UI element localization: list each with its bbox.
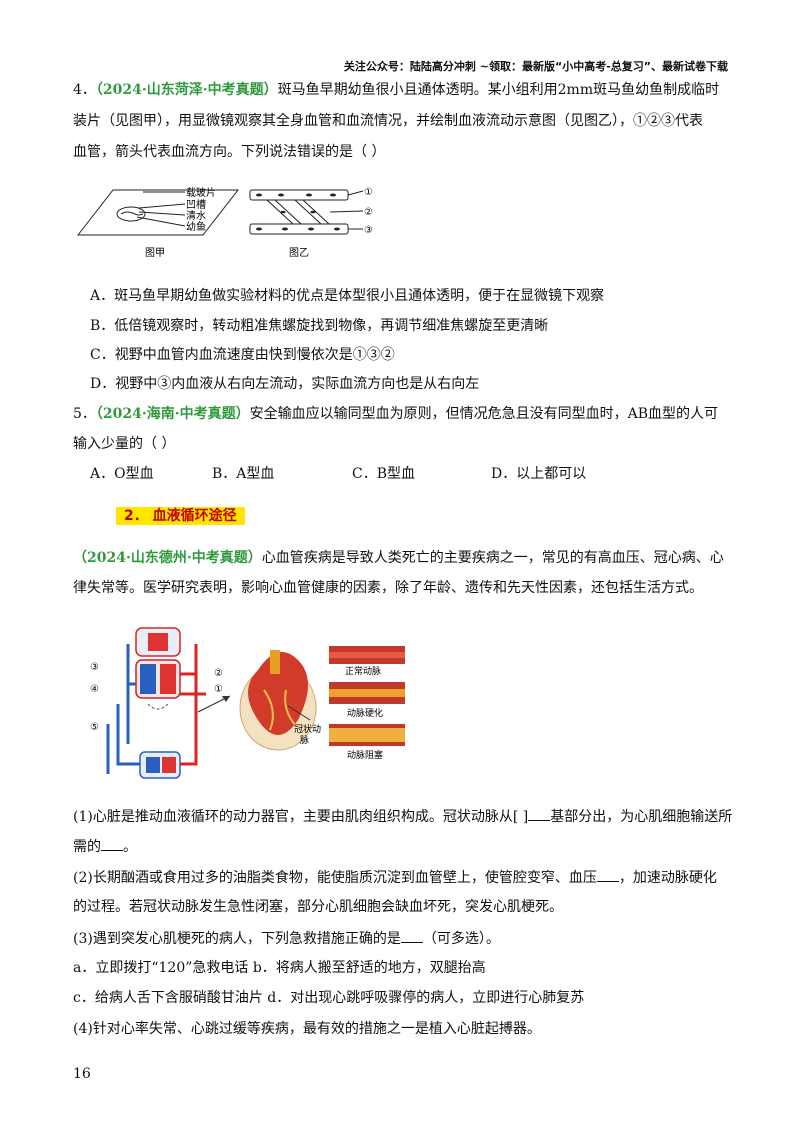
sub-question-3-options-2: c．给病人舌下含服硝酸甘油片 d．对出现心跳呼吸骤停的病人，立即进行心肺复苏 [73, 990, 585, 1006]
artery-label: 正常动脉 [345, 665, 381, 677]
option-c: C．B型血 [352, 466, 415, 482]
section-title-text: 2． 血液循环途径 [116, 507, 245, 525]
option-b: B．低倍镜观察时，转动粗准焦螺旋找到物像，再调节细准焦螺旋至更清晰 [90, 318, 549, 334]
vessel-label: ② [364, 207, 373, 218]
sub-question-2-line1: (2)长期酗酒或食用过多的油脂类食物，能使脂质沉淀到血管壁上，使管腔变窄、血压 ，… [73, 867, 717, 888]
heart-label: 脉 [300, 734, 309, 746]
artery-label: 动脉阻塞 [347, 749, 383, 761]
text: 需的 [73, 839, 101, 855]
circulation-label: ② [214, 668, 223, 679]
figure-label: 载玻片 [186, 186, 216, 199]
question-number: 5． [73, 406, 96, 422]
sub-question-2-line2: 的过程。若冠状动脉发生急性闭塞，部分心肌细胞会缺血坏死，突发心肌梗死。 [73, 899, 563, 915]
vessel-label: ① [364, 187, 373, 198]
answer-blank[interactable] [528, 806, 551, 821]
circulation-label: ⑤ [90, 722, 99, 733]
question-text: 安全输血应以输同型血为原则，但情况危急且没有同型血时，AB血型的人可 [249, 406, 719, 422]
text: 。 [123, 839, 137, 855]
question-4-line1: 4．（2024·山东菏泽·中考真题）斑马鱼早期幼鱼很小且通体透明。某小组利用2m… [73, 80, 719, 100]
circulation-label: ① [214, 684, 223, 695]
figure-arteries: 正常动脉 动脉硬化 动脉阻塞 [329, 646, 405, 761]
text: (3)遇到突发心肌梗死的病人，下列急救措施正确的是 [73, 931, 401, 947]
heart-label: 冠状动 [294, 723, 321, 735]
vessel-label: ③ [364, 225, 373, 236]
question-source: （2024·山东菏泽·中考真题） [95, 82, 278, 98]
text: 基部分出，为心肌细胞输送所 [550, 809, 733, 825]
figure-label: 清水 [186, 209, 206, 222]
answer-blank[interactable] [101, 836, 123, 851]
figure-label: 凹槽 [186, 198, 206, 211]
sub-question-4: (4)针对心率失常、心跳过缓等疾病，最有效的措施之一是植入心脏起搏器。 [73, 1021, 541, 1037]
figure-caption: 图乙 [289, 247, 309, 259]
option-a: A．斑马鱼早期幼鱼做实验材料的优点是体型很小且通体透明，便于在显微镜下观察 [90, 288, 605, 304]
question-4-line3: 血管，箭头代表血流方向。下列说法错误的是（ ） [73, 144, 386, 160]
question-text: 斑马鱼早期幼鱼很小且通体透明。某小组利用2mm斑马鱼幼鱼制成临时 [277, 82, 720, 98]
figure-circulation: ③ ④ ⑤ ② ① [90, 627, 223, 779]
artery-label: 动脉硬化 [347, 707, 383, 719]
option-c: C．视野中血管内血流速度由快到慢依次是①③② [90, 347, 395, 363]
question-6-line1: （2024·山东德州·中考真题）心血管疾病是导致人类死亡的主要疾病之一，常见的有… [73, 548, 724, 568]
figure-heart: 冠状动 脉 [239, 650, 321, 751]
figure-vessels: ① ② ③ 图乙 [249, 187, 373, 259]
answer-blank[interactable] [596, 867, 619, 882]
circulation-label: ④ [90, 684, 99, 695]
option-d: D．以上都可以 [491, 466, 587, 482]
question-4-line2: 装片（见图甲），用显微镜观察其全身血管和血流情况，并绘制血液流动示意图（见图乙）… [73, 113, 703, 129]
answer-blank[interactable] [400, 928, 423, 943]
question-number: 4． [73, 82, 96, 98]
figure-caption: 图甲 [145, 247, 165, 259]
text: (2)长期酗酒或食用过多的油脂类食物，能使脂质沉淀到血管壁上，使管腔变窄、血压 [73, 870, 597, 886]
text: （可多选）。 [422, 931, 500, 947]
question-text: 心血管疾病是导致人类死亡的主要疾病之一，常见的有高血压、冠心病、心 [261, 550, 724, 566]
question-5-line1: 5．（2024·海南·中考真题）安全输血应以输同型血为原则，但情况危急且没有同型… [73, 404, 718, 424]
figure-label: 幼鱼 [186, 220, 206, 233]
option-d: D．视野中③内血液从右向左流动，实际血流方向也是从右向左 [90, 376, 480, 392]
text: ，加速动脉硬化 [618, 870, 717, 886]
sub-question-3: (3)遇到突发心肌梗死的病人，下列急救措施正确的是 （可多选）。 [73, 928, 500, 949]
sub-question-1-line1: (1)心脏是推动血液循环的动力器官，主要由肌肉组织构成。冠状动脉从[ ] 基部分出… [73, 806, 732, 827]
question-source: （2024·海南·中考真题） [95, 406, 250, 422]
question-6-line2: 律失常等。医学研究表明，影响心血管健康的因素，除了年龄、遗传和先天性因素，还包括… [73, 580, 703, 596]
option-b: B．A型血 [212, 466, 275, 482]
figure-slide: 载玻片 凹槽 清水 幼鱼 图甲 [76, 186, 240, 259]
question-5-line2: 输入少量的（ ） [73, 436, 176, 452]
circulation-label: ③ [90, 662, 99, 673]
option-a: A．O型血 [90, 466, 154, 482]
page-number: 16 [73, 1066, 91, 1082]
sub-question-1-line2: 需的 。 [73, 836, 137, 857]
text: (1)心脏是推动血液循环的动力器官，主要由肌肉组织构成。冠状动脉从[ ] [73, 809, 529, 825]
arrow-icon [197, 695, 231, 713]
sub-question-3-options-1: a．立即拨打“120”急救电话 b．将病人搬至舒适的地方，双腿抬高 [73, 960, 486, 976]
question-source: （2024·山东德州·中考真题） [73, 550, 262, 566]
page-header: 关注公众号：陆陆高分冲刺 ~领取：最新版“小中高考-总复习”、最新试卷下载 [343, 60, 728, 73]
section-title: 2． 血液循环途径 [116, 505, 245, 525]
